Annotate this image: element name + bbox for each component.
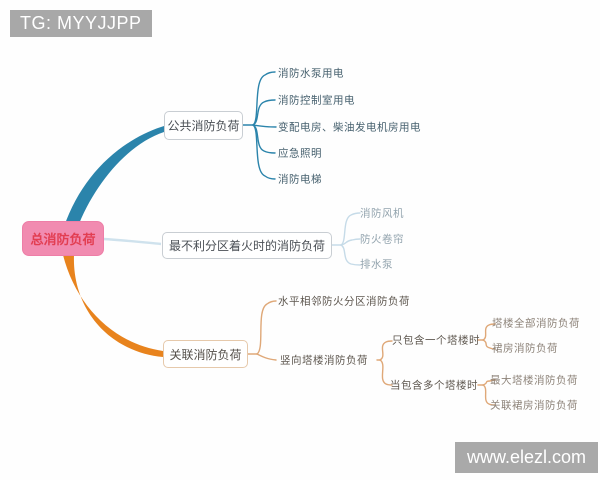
leaf-tower-full-fire-load[interactable]: 塔楼全部消防负荷 [492, 317, 580, 330]
leaf-podium-fire-load[interactable]: 裙房消防负荷 [492, 342, 558, 355]
leaf-substation-generator-room-power[interactable]: 变配电房、柴油发电机房用电 [278, 121, 421, 134]
leaf-fire-fan[interactable]: 消防风机 [360, 207, 404, 220]
node-worst-zone-fire-load[interactable]: 最不利分区着火时的消防负荷 [162, 232, 332, 259]
leaf-linked-podium-fire-load[interactable]: 关联裙房消防负荷 [490, 399, 578, 412]
link-fan-worst-zone [331, 212, 361, 266]
site-watermark: www.elezl.com [455, 442, 598, 473]
leaf-max-tower-fire-load[interactable]: 最大塔楼消防负荷 [490, 374, 578, 387]
leaf-fire-shutter[interactable]: 防火卷帘 [360, 233, 404, 246]
leaf-emergency-lighting[interactable]: 应急照明 [278, 147, 322, 160]
link-root-public [64, 126, 164, 229]
leaf-drainage-pump[interactable]: 排水泵 [360, 258, 393, 271]
link-root-worst-zone [102, 237, 162, 246]
link-root-related [63, 255, 163, 357]
leaf-single-tower-case[interactable]: 只包含一个塔楼时 [392, 334, 480, 347]
leaf-fire-control-room-power[interactable]: 消防控制室用电 [278, 94, 355, 107]
leaf-fire-elevator[interactable]: 消防电梯 [278, 173, 322, 186]
node-public-fire-load[interactable]: 公共消防负荷 [164, 111, 243, 140]
link-fan-related [247, 300, 496, 406]
leaf-multi-tower-case[interactable]: 当包含多个塔楼时 [390, 379, 478, 392]
node-total-fire-load[interactable]: 总消防负荷 [22, 221, 104, 256]
leaf-vertical-tower-fire-load[interactable]: 竖向塔楼消防负荷 [280, 354, 368, 367]
link-fan-public [242, 71, 277, 180]
leaf-adjacent-zone-fire-load[interactable]: 水平相邻防火分区消防负荷 [278, 295, 410, 308]
leaf-fire-pump-power[interactable]: 消防水泵用电 [278, 67, 344, 80]
tg-watermark-badge: TG: MYYJJPP [10, 10, 152, 37]
node-related-fire-load[interactable]: 关联消防负荷 [163, 340, 248, 368]
